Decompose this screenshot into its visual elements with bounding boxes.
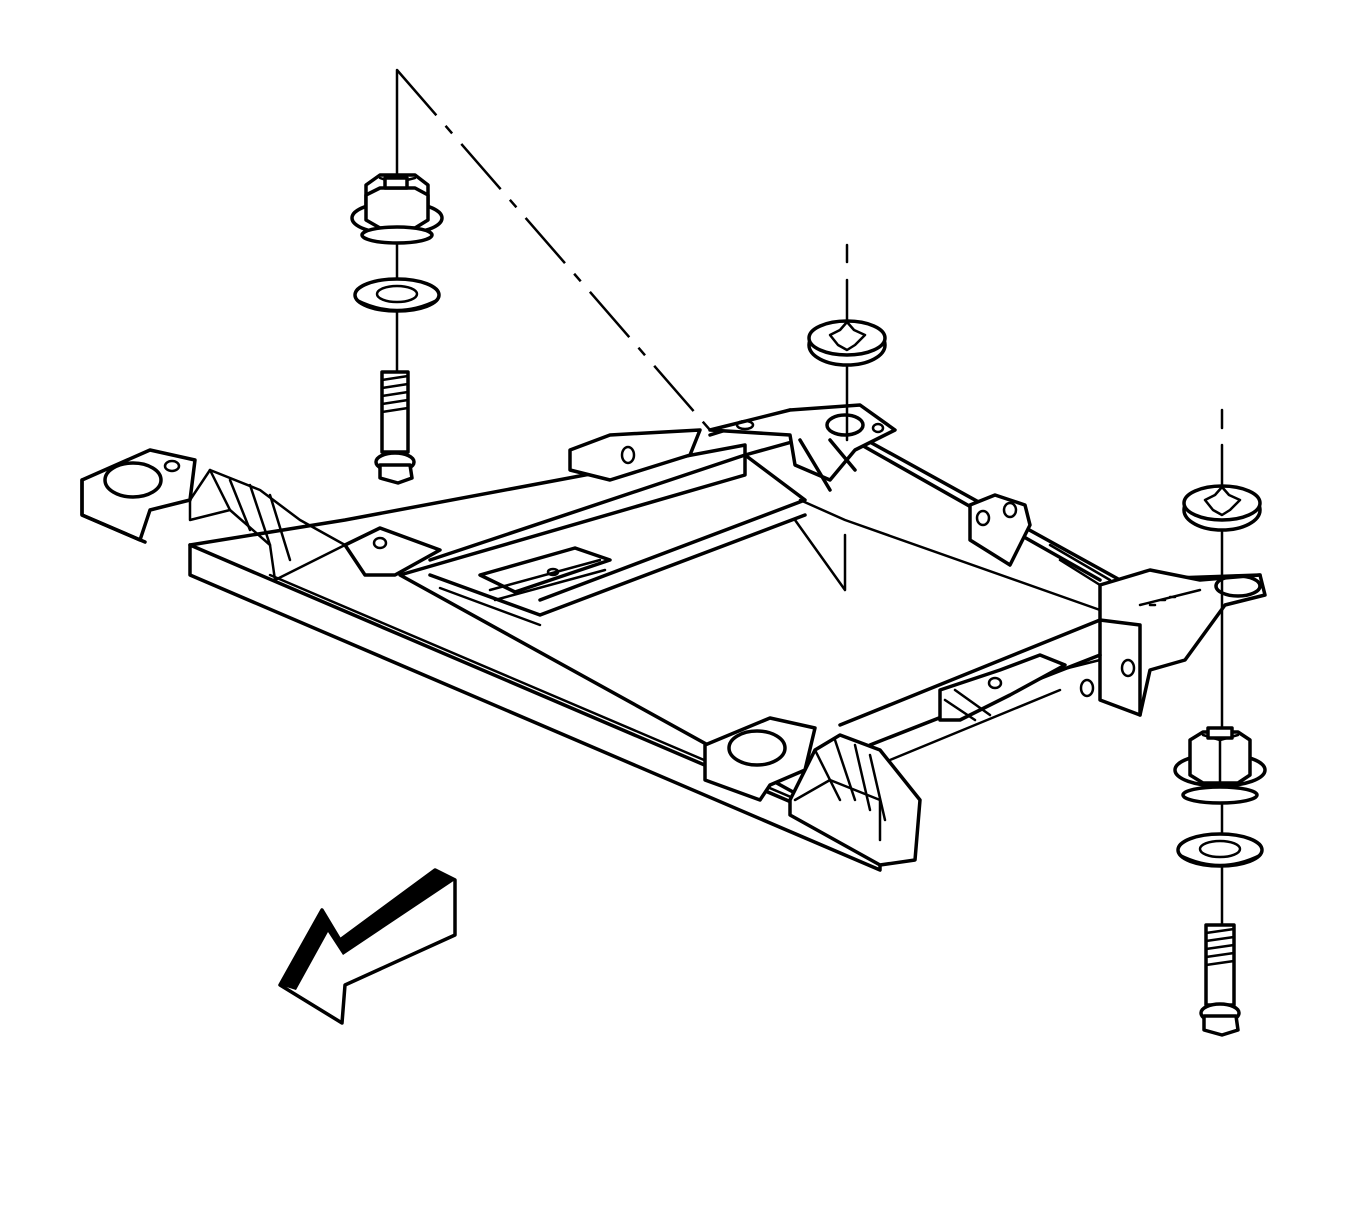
crossmember-frame <box>80 403 1267 872</box>
rear-left-mount-bolt <box>374 370 416 485</box>
rear-left-mount-nut <box>350 173 444 245</box>
left-rail-bracket <box>343 526 442 577</box>
front-right-retainer <box>1182 484 1262 532</box>
right-rail-bracket <box>968 493 1032 567</box>
right-fastener-stack <box>1173 408 1267 1037</box>
right-mount-block <box>1098 568 1267 717</box>
front-right-mount-hole <box>727 729 787 767</box>
right-mount-nut <box>1173 726 1267 805</box>
left-mount-hole <box>103 461 163 499</box>
center-cross-beam <box>428 453 807 602</box>
direction-arrow <box>278 868 457 1025</box>
right-mount-washer <box>1176 832 1264 868</box>
right-lower-bracket <box>938 653 1067 722</box>
front-center-retainer <box>807 243 887 442</box>
front-rail <box>188 543 882 872</box>
right-mount-bolt <box>1199 923 1241 1037</box>
rear-left-mount-washer <box>353 277 441 313</box>
rear-left-fastener-stack <box>350 68 711 485</box>
leader-line-left <box>396 69 711 431</box>
